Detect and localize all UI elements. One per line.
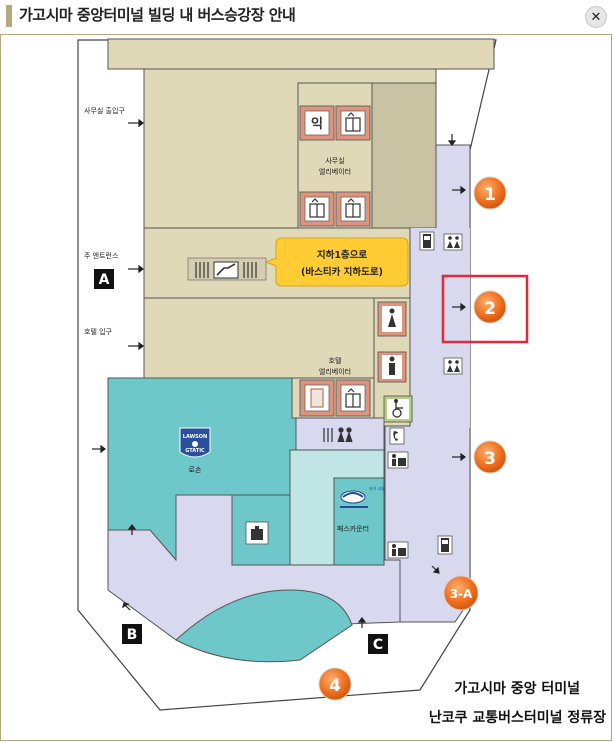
stop-4-badge: [318, 667, 352, 701]
arrows: [92, 118, 466, 628]
svg-text:LAWSON: LAWSON: [183, 434, 207, 440]
highlight-box: [441, 274, 529, 344]
gate-c-badge: [368, 634, 388, 654]
office-core: [371, 82, 437, 229]
gate-a-label: A: [99, 272, 110, 288]
hotel-entrance-label: 호텔 입구: [84, 328, 113, 336]
building-outline: [77, 39, 497, 711]
elevator-icon: [345, 388, 361, 408]
bus-plaza: [175, 589, 353, 663]
stop-3-label: 3: [484, 449, 496, 469]
footer-line-2: 난코쿠 교통버스터미널 정류장: [429, 709, 606, 726]
elevator-icon: [345, 112, 361, 132]
wheelchair-icon: [392, 399, 403, 418]
escalator-icon: [195, 262, 257, 278]
hotel-elevator-label-2: 엘리베이터: [319, 367, 351, 376]
pass-counter: [333, 477, 385, 566]
office-elevator-label-2: 엘리베이터: [319, 167, 351, 176]
information-icon: [387, 451, 409, 469]
first-aid-icon: 익: [311, 116, 323, 132]
stairs-area: [295, 417, 385, 451]
stop-2-label: 2: [484, 299, 496, 319]
footer-line-1: 가고시마 중앙 터미널: [454, 680, 580, 697]
locker-icon: [245, 521, 269, 545]
lawson-logo: LAWSON GTATIC: [179, 427, 211, 458]
waiting-area-icon: [443, 357, 463, 375]
right-corridor-upper: [410, 228, 470, 428]
page-title: 가고시마 중앙터미널 빌딩 내 버스승강장 안내: [19, 6, 296, 24]
elevator-icon: [345, 198, 361, 218]
stop-3a-label: 3-A: [450, 587, 473, 601]
gate-c-label: C: [373, 637, 383, 653]
stop-3a-badge: [443, 575, 479, 611]
map-frame: [0, 34, 612, 741]
female-restroom-icon: [388, 308, 396, 327]
elevator-icon: [309, 198, 325, 218]
phone-icon: [389, 427, 405, 445]
front-entrance-label: 주 엔트런스: [84, 251, 119, 260]
office-elevator-label: 사무실: [325, 156, 344, 165]
header: 가고시마 중앙터미널 빌딩 내 버스승강장 안내 ✕: [0, 0, 614, 34]
close-icon: ✕: [590, 9, 602, 25]
stairs-people-icon: [323, 427, 353, 443]
stop-1-label: 1: [484, 185, 496, 205]
hotel-block: [143, 297, 375, 379]
ticket-machine-icon: [423, 234, 431, 248]
close-button[interactable]: ✕: [585, 6, 607, 28]
gate-a-badge: [94, 269, 114, 289]
gate-b-label: B: [127, 627, 138, 643]
stop-3-badge: [473, 440, 507, 474]
underground-callout: [264, 237, 409, 287]
hotel-elevator-label: 호텔: [329, 357, 342, 365]
office-entrance-label: 사무실 출입구: [84, 106, 125, 115]
male-restroom-icon: [389, 356, 395, 375]
callout-line-1: 지하1층으로: [317, 249, 368, 261]
ticket-machine-icon: [437, 535, 453, 555]
door-icon: [310, 388, 324, 408]
callout-line-2: (바스티카 지하도로): [301, 266, 383, 278]
pass-counter-label: 패스카운터: [337, 524, 369, 533]
waiting-area-icon: [443, 233, 463, 251]
title-accent-bar: [6, 5, 12, 27]
svg-text:카이 교통: 카이 교통: [369, 485, 385, 491]
top-strip: [107, 38, 495, 70]
pass-counter-logo: 카이 교통: [340, 485, 385, 508]
stop-4-label: 4: [329, 676, 341, 696]
svg-text:GTATIC: GTATIC: [185, 448, 205, 454]
lawson-label: 로손: [189, 466, 202, 474]
gate-b-badge: [122, 624, 142, 644]
stop-2-badge: [473, 290, 507, 324]
stop-1-badge: [473, 176, 507, 210]
information-icon: [387, 541, 409, 559]
